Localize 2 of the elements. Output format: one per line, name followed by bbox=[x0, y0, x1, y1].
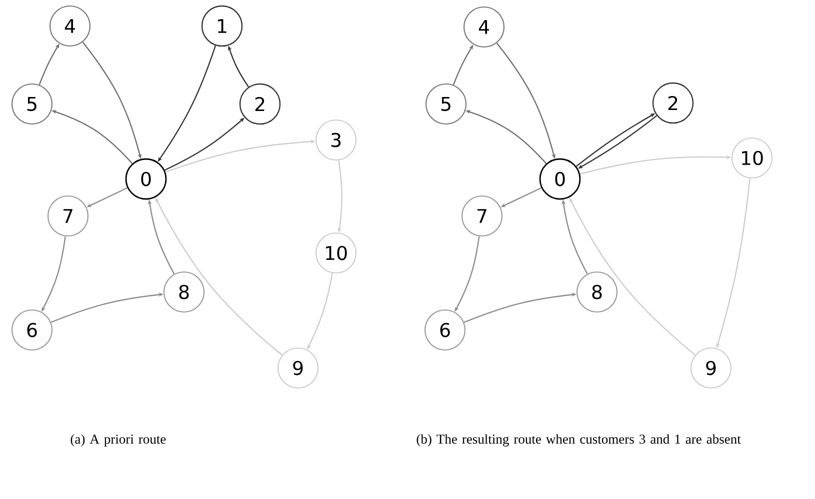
caption: (a) A priori route bbox=[70, 434, 166, 446]
caption: (b) The resulting route when customers 3 and 1 are absent bbox=[416, 434, 741, 446]
